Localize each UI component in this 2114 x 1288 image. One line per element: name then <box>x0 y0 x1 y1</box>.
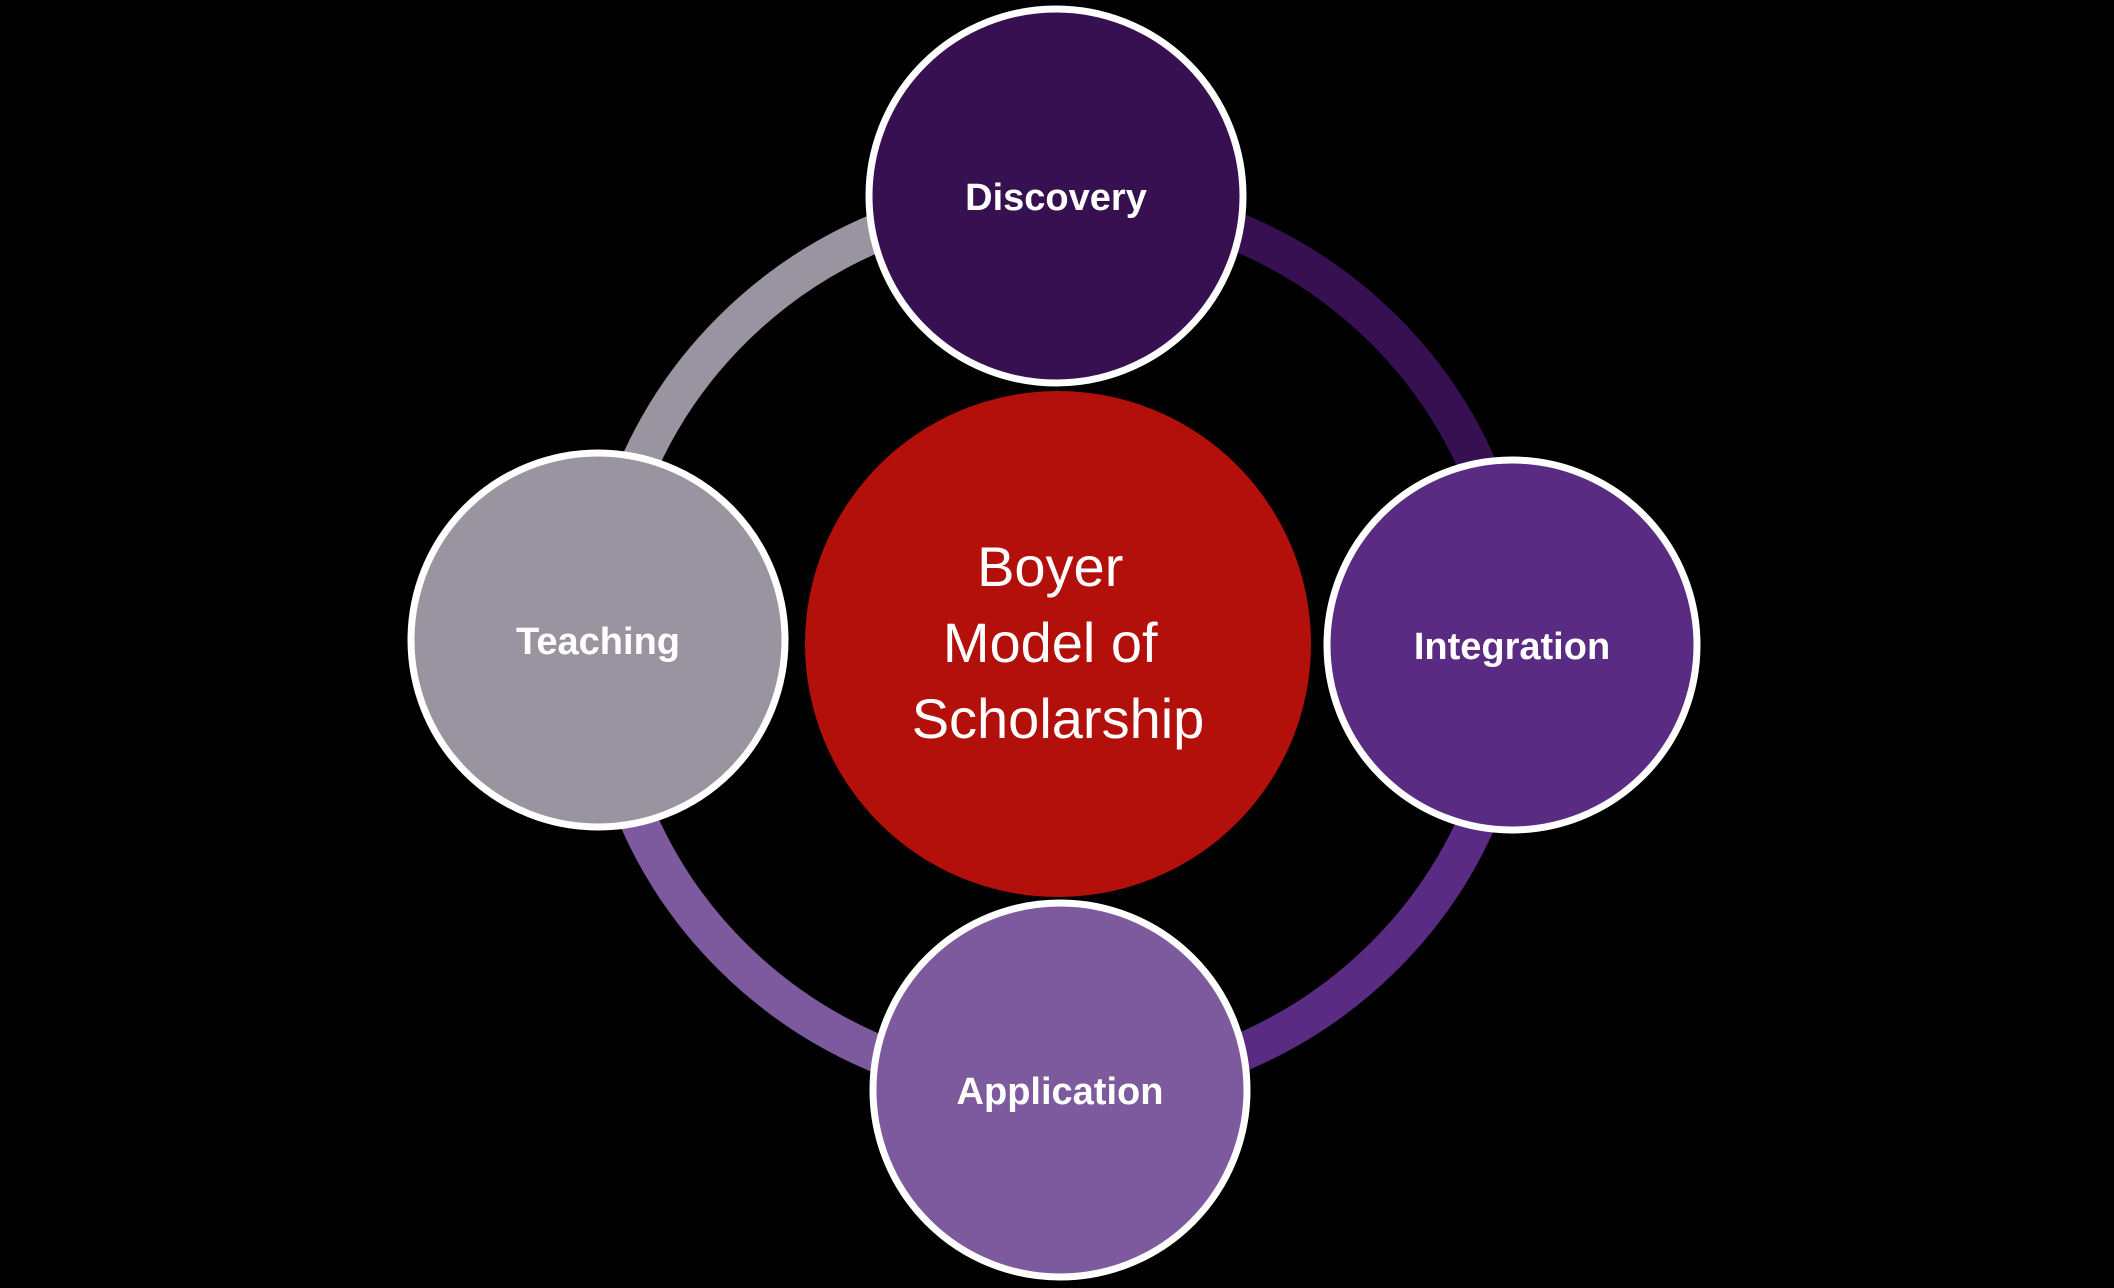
center-node-circle <box>805 391 1311 897</box>
node-discovery: Discovery <box>865 5 1247 387</box>
center-node: Boyer Model of Scholarship <box>805 391 1311 897</box>
center-label-line-2: Model of <box>943 611 1158 674</box>
node-application-circle <box>869 899 1251 1281</box>
center-label-line-3: Scholarship <box>912 687 1205 750</box>
node-discovery-label: Discovery <box>965 177 1147 219</box>
node-integration-label: Integration <box>1414 626 1610 668</box>
node-integration: Integration <box>1323 456 1701 834</box>
node-teaching-circle <box>407 449 789 831</box>
center-label-line-1: Boyer <box>977 535 1123 598</box>
node-integration-circle <box>1323 456 1701 834</box>
node-application: Application <box>869 899 1251 1281</box>
node-application-label: Application <box>957 1071 1164 1113</box>
node-teaching-label: Teaching <box>516 621 680 663</box>
node-discovery-circle <box>865 5 1247 387</box>
node-teaching: Teaching <box>407 449 789 831</box>
center-node-label: Boyer Model of Scholarship <box>912 535 1205 750</box>
